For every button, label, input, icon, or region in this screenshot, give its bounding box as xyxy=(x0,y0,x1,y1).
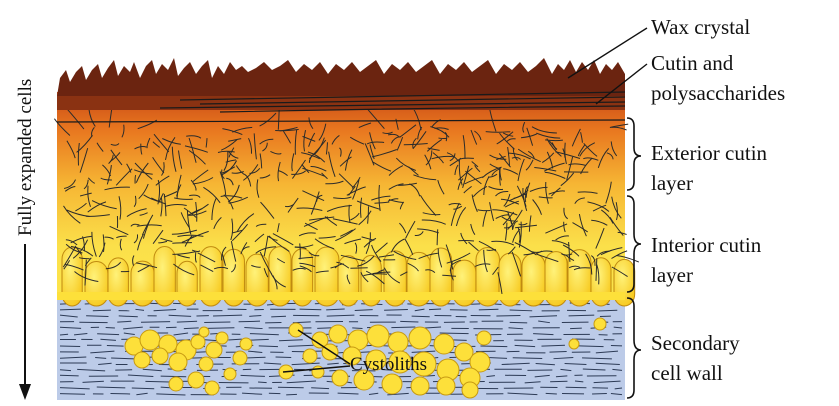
cystolith xyxy=(411,377,429,395)
cystolith xyxy=(303,349,317,363)
label-secondary-line1: Secondary xyxy=(651,331,740,355)
cystolith xyxy=(188,372,204,388)
label-wax-crystal: Wax crystal xyxy=(651,15,750,39)
cystolith xyxy=(332,370,348,386)
cystolith xyxy=(199,327,209,337)
cystolith xyxy=(409,327,431,349)
cystolith xyxy=(289,323,303,337)
wall-striation xyxy=(107,346,124,347)
wall-striation xyxy=(60,394,85,395)
cystolith xyxy=(329,325,347,343)
wall-striation xyxy=(546,393,557,394)
cystolith xyxy=(434,334,454,354)
cell-base xyxy=(57,292,625,300)
wall-striation xyxy=(300,309,322,310)
label-secondary-line2: cell wall xyxy=(651,361,723,385)
exterior-brace xyxy=(627,118,641,190)
label-interior-line1: Interior cutin xyxy=(651,233,762,257)
wall-striation xyxy=(141,322,170,323)
label-cutin-line1: Cutin and xyxy=(651,51,734,75)
cystolith xyxy=(206,342,222,358)
wall-striation xyxy=(510,322,528,323)
wall-striation xyxy=(480,346,507,347)
wall-striation xyxy=(496,315,520,316)
label-exterior-line2: layer xyxy=(651,171,693,195)
cystolith xyxy=(462,382,478,398)
cystolith xyxy=(134,352,150,368)
wall-striation xyxy=(549,351,566,352)
cystolith xyxy=(152,348,168,364)
cutin-fibril xyxy=(437,229,438,245)
wall-striation xyxy=(239,321,260,322)
wall-striation xyxy=(597,310,617,311)
wall-striation xyxy=(93,310,111,311)
cutin-fibril xyxy=(439,138,447,139)
cystolith xyxy=(216,332,228,344)
cystolith xyxy=(477,331,491,345)
cystolith xyxy=(224,368,236,380)
label-exterior-line1: Exterior cutin xyxy=(651,141,768,165)
cystolith xyxy=(140,330,160,350)
label-cutin-line2: polysaccharides xyxy=(651,81,785,105)
cutin-fibril xyxy=(350,268,367,269)
wall-striation xyxy=(352,328,362,329)
cystolith xyxy=(388,332,408,352)
cystolith xyxy=(169,377,183,391)
expansion-arrow-head xyxy=(19,384,31,400)
cystolith xyxy=(240,338,252,350)
wall-striation xyxy=(60,334,68,335)
side-label: Fully expanded cells xyxy=(15,79,36,236)
wall-striation xyxy=(271,316,286,317)
label-cystoliths: Cystoliths xyxy=(350,354,427,375)
cystolith xyxy=(199,357,213,371)
wall-striation xyxy=(412,316,430,317)
cystolith xyxy=(437,377,455,395)
cystolith xyxy=(233,351,247,365)
wall-striation xyxy=(207,328,235,329)
wall-striation xyxy=(391,327,415,328)
wall-striation xyxy=(429,309,441,310)
cystolith xyxy=(205,381,219,395)
wall-striation xyxy=(569,315,595,316)
wall-striation xyxy=(513,358,543,359)
wall-striation xyxy=(184,328,199,329)
wall-striation xyxy=(60,309,81,310)
cystolith xyxy=(367,325,389,347)
wall-striation xyxy=(400,321,418,322)
wall-striation xyxy=(479,309,499,310)
cystolith xyxy=(382,374,402,394)
wall-striation xyxy=(161,387,170,388)
cystolith xyxy=(569,339,579,349)
label-interior-line2: layer xyxy=(651,263,693,287)
cystolith xyxy=(322,344,338,360)
wall-striation xyxy=(258,382,267,383)
cystolith xyxy=(169,353,187,371)
wall-striation xyxy=(161,376,187,377)
secondary-brace xyxy=(627,298,641,398)
cystolith xyxy=(594,318,606,330)
